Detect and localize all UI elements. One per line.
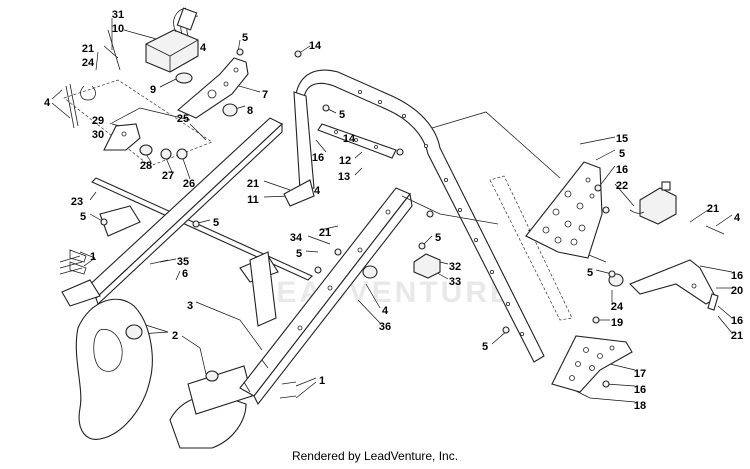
upper-roll-hoop <box>283 69 545 363</box>
sensor-connector <box>629 181 677 225</box>
callout-16: 16 <box>634 384 646 396</box>
callout-4: 4 <box>314 185 321 197</box>
callout-5: 5 <box>435 232 441 244</box>
callout-5: 5 <box>213 217 219 229</box>
leader-lines <box>51 18 733 403</box>
callout-14: 14 <box>309 40 322 52</box>
callout-4: 4 <box>44 97 51 109</box>
callout-16: 16 <box>731 315 743 327</box>
callout-21: 21 <box>731 330 743 342</box>
center-clip-bracket <box>362 253 441 279</box>
callout-35: 35 <box>177 256 189 268</box>
callout-5: 5 <box>80 211 86 223</box>
callout-4: 4 <box>382 305 389 317</box>
hardware-group-upper-left <box>63 79 213 167</box>
callout-20: 20 <box>731 285 743 297</box>
callout-29: 29 <box>92 115 104 127</box>
callout-16: 16 <box>616 164 628 176</box>
callout-5: 5 <box>482 341 488 353</box>
callout-15: 15 <box>616 133 628 145</box>
callout-9: 9 <box>150 84 156 96</box>
lower-frame-rail <box>61 117 283 307</box>
callout-13: 13 <box>338 171 350 183</box>
callout-8: 8 <box>247 105 253 117</box>
callout-5: 5 <box>587 267 593 279</box>
callout-21: 21 <box>707 203 719 215</box>
callout-5: 5 <box>619 148 625 160</box>
front-channel-beam <box>239 187 413 406</box>
lower-gusset-plate <box>551 335 633 393</box>
callout-23: 23 <box>71 196 83 208</box>
callout-16: 16 <box>312 152 324 164</box>
perforated-gusset-plate <box>525 161 603 259</box>
callout-1: 1 <box>90 251 96 263</box>
callout-5: 5 <box>296 248 302 260</box>
callout-10: 10 <box>112 23 124 35</box>
callout-19: 19 <box>611 317 623 329</box>
callout-6: 6 <box>182 268 188 280</box>
callout-4: 4 <box>734 212 741 224</box>
callout-24: 24 <box>611 301 624 313</box>
callout-16: 16 <box>731 270 743 282</box>
fasteners <box>59 48 725 399</box>
upper-brace-bracket <box>317 123 397 159</box>
front-frame-castings <box>75 298 253 449</box>
callout-12: 12 <box>339 155 351 167</box>
callout-31: 31 <box>112 9 124 21</box>
mount-bracket <box>175 57 249 119</box>
callout-5: 5 <box>339 109 345 121</box>
control-module <box>107 7 199 73</box>
callout-33: 33 <box>449 276 461 288</box>
callout-21: 21 <box>82 43 94 55</box>
callout-30: 30 <box>92 129 104 141</box>
callout-26: 26 <box>183 178 195 190</box>
callout-36: 36 <box>379 321 391 333</box>
callout-28: 28 <box>140 160 152 172</box>
footer-credit: Rendered by LeadVenture, Inc. <box>291 449 459 463</box>
callout-3: 3 <box>187 300 193 312</box>
callout-4: 4 <box>200 42 207 54</box>
callout-11: 11 <box>247 194 259 206</box>
callout-25: 25 <box>177 113 189 125</box>
callout-1: 1 <box>319 375 325 387</box>
callout-18: 18 <box>634 400 646 412</box>
callout-21: 21 <box>247 178 259 190</box>
callout-32: 32 <box>449 261 461 273</box>
callout-17: 17 <box>634 368 646 380</box>
callout-14: 14 <box>343 133 356 145</box>
callout-27: 27 <box>162 170 174 182</box>
right-side-bracket <box>608 259 719 311</box>
callout-2: 2 <box>172 330 178 342</box>
callout-21: 21 <box>319 227 331 239</box>
callout-5: 5 <box>242 32 248 44</box>
callout-22: 22 <box>616 180 628 192</box>
callout-7: 7 <box>262 89 268 101</box>
callout-24: 24 <box>82 57 95 69</box>
callout-34: 34 <box>290 232 303 244</box>
watermark: LEADVENTURE <box>255 276 513 309</box>
